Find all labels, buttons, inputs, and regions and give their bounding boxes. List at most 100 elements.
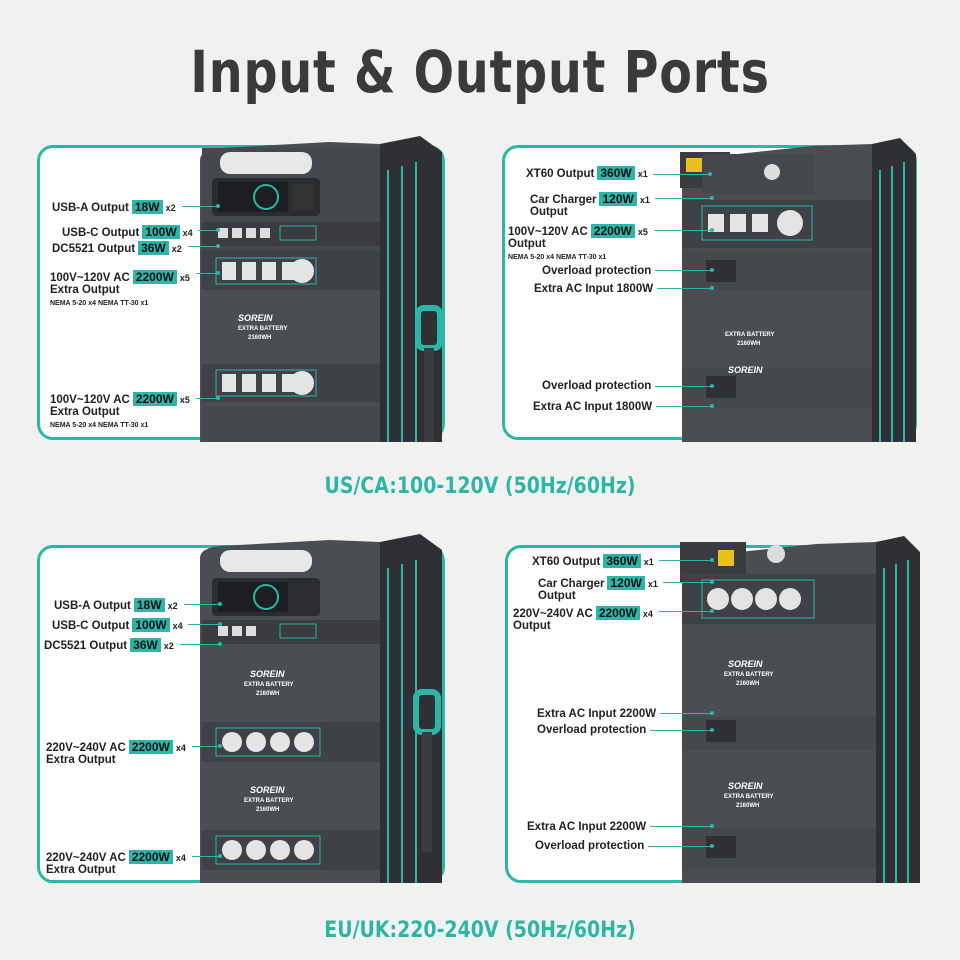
us-front-device bbox=[200, 136, 443, 442]
callout-us-right-5: Overload protection bbox=[542, 380, 651, 392]
callout-label: 100V~120V AC bbox=[50, 272, 130, 284]
quantity-label: x2 bbox=[163, 641, 174, 651]
power-badge: 100W bbox=[132, 618, 170, 632]
callout-us-right-4: Extra AC Input 1800W bbox=[534, 283, 653, 295]
leader-dot bbox=[216, 271, 220, 275]
callout-label: XT60 Output bbox=[532, 556, 601, 568]
leader-dot bbox=[710, 711, 714, 715]
brand-logo-us-back: SOREIN bbox=[728, 365, 763, 375]
callout-label: Overload protection bbox=[535, 840, 645, 852]
leader-line bbox=[653, 174, 710, 175]
leader-dot bbox=[218, 602, 222, 606]
leader-dot bbox=[710, 580, 714, 584]
callout-label: 100V~120V AC bbox=[50, 394, 130, 406]
module-label-us-back: EXTRA BATTERY bbox=[725, 332, 775, 338]
power-badge: 2200W bbox=[132, 270, 177, 284]
leader-line bbox=[660, 713, 712, 714]
callout-label: Overload protection bbox=[542, 380, 652, 392]
module-capacity-us-back: 2160WH bbox=[737, 341, 761, 347]
callout-label: Extra AC Input 2200W bbox=[537, 708, 657, 720]
quantity-label: x4 bbox=[175, 743, 186, 753]
callout-label: Extra AC Input 1800W bbox=[534, 283, 654, 295]
nema-spec: NEMA 5-20 x4 NEMA TT-30 x1 bbox=[50, 422, 149, 429]
callout-eu-right-6: Overload protection bbox=[535, 840, 644, 852]
power-badge: 360W bbox=[603, 554, 641, 568]
brand-logo-eu-back-2: SOREIN bbox=[728, 781, 763, 791]
quantity-label: x1 bbox=[647, 579, 658, 589]
leader-line bbox=[184, 604, 220, 605]
callout-us-right-3: Overload protection bbox=[542, 265, 651, 277]
callout-label: USB-A Output bbox=[54, 600, 131, 612]
callout-label: 220V~240V AC bbox=[513, 608, 593, 620]
leader-line bbox=[659, 611, 712, 612]
leader-dot bbox=[710, 558, 714, 562]
quantity-label: x4 bbox=[175, 853, 186, 863]
quantity-label: x4 bbox=[182, 228, 193, 238]
leader-dot bbox=[216, 228, 220, 232]
callout-label: Car Charger bbox=[538, 578, 605, 590]
leader-line bbox=[180, 644, 220, 645]
callout-label: DC5521 Output bbox=[52, 243, 136, 255]
leader-dot bbox=[216, 204, 220, 208]
leader-line bbox=[650, 826, 712, 827]
callout-label: USB-C Output bbox=[62, 227, 140, 239]
callout-sublabel: Extra Output bbox=[46, 864, 116, 876]
callout-label: Extra AC Input 1800W bbox=[533, 401, 653, 413]
leader-line bbox=[196, 273, 218, 274]
brand-logo-eu-front-1: SOREIN bbox=[250, 669, 285, 679]
module-label-eu-front-2: EXTRA BATTERY bbox=[244, 798, 294, 804]
power-badge: 2200W bbox=[590, 224, 635, 238]
leader-line bbox=[192, 856, 220, 857]
callout-eu-right-5: Extra AC Input 2200W bbox=[527, 821, 646, 833]
power-badge: 100W bbox=[142, 225, 180, 239]
leader-line bbox=[188, 246, 218, 247]
leader-line bbox=[648, 846, 712, 847]
module-capacity-eu-back-1: 2160WH bbox=[736, 681, 760, 687]
quantity-label: x5 bbox=[637, 227, 648, 237]
leader-dot bbox=[710, 268, 714, 272]
callout-label: USB-A Output bbox=[52, 202, 129, 214]
callout-sublabel: Extra Output bbox=[46, 754, 116, 766]
quantity-label: x1 bbox=[637, 169, 648, 179]
leader-line bbox=[656, 406, 712, 407]
leader-line bbox=[657, 288, 712, 289]
power-badge: 120W bbox=[599, 192, 637, 206]
quantity-label: x4 bbox=[642, 609, 653, 619]
power-badge: 120W bbox=[607, 576, 645, 590]
quantity-label: x4 bbox=[172, 621, 183, 631]
leader-line bbox=[188, 624, 220, 625]
leader-line bbox=[655, 386, 712, 387]
leader-dot bbox=[218, 744, 222, 748]
power-badge: 36W bbox=[130, 638, 161, 652]
leader-line bbox=[196, 398, 218, 399]
leader-dot bbox=[216, 396, 220, 400]
leader-line bbox=[663, 582, 712, 583]
leader-dot bbox=[218, 642, 222, 646]
eu-back-device bbox=[680, 536, 920, 883]
module-capacity-eu-front-2: 2160WH bbox=[256, 807, 280, 813]
callout-label: Extra AC Input 2200W bbox=[527, 821, 647, 833]
leader-dot bbox=[710, 844, 714, 848]
callout-sublabel: Extra Output bbox=[50, 406, 120, 418]
brand-logo-eu-back-1: SOREIN bbox=[728, 659, 763, 669]
module-capacity-eu-back-2: 2160WH bbox=[736, 803, 760, 809]
callout-label: XT60 Output bbox=[526, 168, 595, 180]
power-badge: 2200W bbox=[132, 392, 177, 406]
power-badge: 36W bbox=[138, 241, 169, 255]
module-label-us-front: EXTRA BATTERY bbox=[238, 326, 288, 332]
callout-label: USB-C Output bbox=[52, 620, 130, 632]
page-title: Input & Output Ports bbox=[190, 38, 770, 106]
leader-dot bbox=[216, 244, 220, 248]
eu-front-device bbox=[200, 534, 442, 883]
quantity-label: x2 bbox=[171, 244, 182, 254]
power-badge: 2200W bbox=[128, 850, 173, 864]
